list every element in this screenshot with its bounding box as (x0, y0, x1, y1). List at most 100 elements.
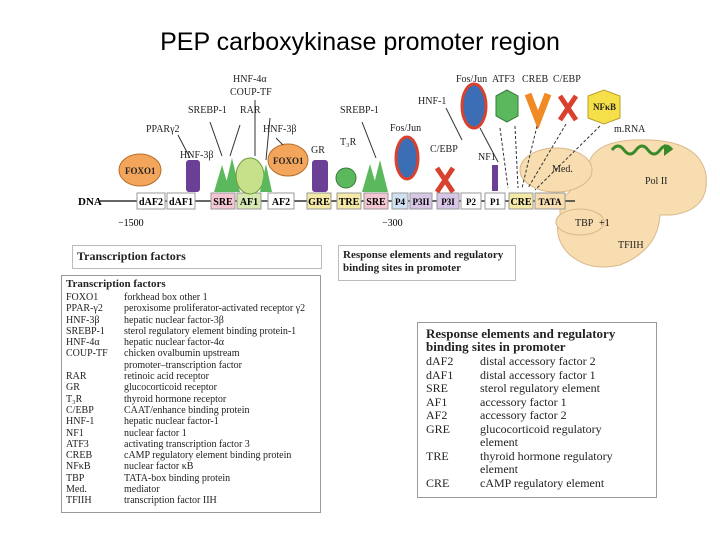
factor-name: activating transcription factor 3 (124, 438, 250, 450)
factor-name: thyroid hormone receptor (124, 393, 227, 405)
response-elements-panel: Response elements and regulatory binding… (417, 322, 657, 498)
label-tfiih: TFIIH (618, 240, 644, 251)
label-p4: P4 (395, 197, 405, 207)
factor-name: TATA-box binding protein (124, 472, 231, 484)
label-med: Med. (552, 164, 573, 175)
nfkb-shape (587, 89, 621, 125)
factor-name: hepatic nuclear factor-1 (124, 416, 219, 428)
tbp-shape (555, 208, 605, 236)
label-hnf3b-left: HNF-3β (180, 150, 213, 161)
label-creb: CREB (522, 74, 548, 85)
position-minus-1500: −1500 (118, 218, 144, 229)
box-p3ii (409, 192, 433, 210)
label-hnf3b-right: HNF-3β (263, 124, 296, 135)
element-name: distal accessory factor 2 (480, 354, 596, 368)
label-tata: TATA (538, 197, 562, 207)
factor-name: chicken ovalbumin upstream (124, 348, 240, 360)
label-fos-jun-lower: Fos/Jun (390, 123, 421, 134)
t3r-shape (335, 167, 357, 189)
factor-name: promoter–transcription factor (124, 359, 243, 371)
right-legend-strip: Response elements and regulatory binding… (338, 245, 516, 281)
element-name: element (480, 435, 518, 449)
box-sre2 (363, 192, 389, 210)
cebp-lower-shape (434, 166, 456, 194)
factor-row: HNF-3β hepatic nuclear factor-3β (62, 315, 305, 326)
label-gr: GR (311, 145, 325, 156)
label-af2: AF2 (272, 197, 290, 208)
factor-abbr: RAR (66, 371, 87, 383)
label-p3ii: P3II (412, 197, 430, 207)
box-gre (306, 192, 332, 210)
factor-abbr: T₃R (66, 393, 83, 405)
factor-name: mediator (124, 484, 160, 496)
factor-abbr: Med. (66, 484, 87, 496)
element-abbr: CRE (426, 475, 450, 490)
label-p2: P2 (466, 197, 476, 207)
factor-name: glucocorticoid receptor (124, 382, 218, 394)
element-abbr (422, 436, 476, 450)
factor-row: CREB cAMP regulatory element binding prot… (62, 450, 305, 461)
factor-name: cAMP regulatory element binding protein (124, 450, 292, 462)
factor-abbr: TFIIH (66, 495, 92, 507)
factor-name: peroxisome proliferator-activated recept… (124, 303, 306, 315)
box-p3i (436, 192, 460, 210)
foxo1-left-shape (118, 153, 162, 187)
fos-jun-upper-shape (460, 82, 488, 130)
factor-abbr: SREBP-1 (66, 325, 105, 337)
element-name: cAMP regulatory element (480, 475, 605, 490)
label-cre: CRE (510, 197, 531, 208)
element-row: CRE cAMP regulatory element (422, 475, 613, 491)
factor-name: sterol regulatory element binding protei… (124, 325, 297, 337)
factor-row: COUP-TF chicken ovalbumin upstream (62, 348, 305, 359)
slide-title: PEP carboxykinase promoter region (160, 28, 560, 56)
factor-abbr: FOXO1 (66, 292, 99, 303)
label-srebp1-right: SREBP-1 (340, 105, 379, 116)
factor-labels: HNF-4α COUP-TF SREBP-1 RAR PPARγ2 HNF-3β… (125, 74, 668, 251)
element-name: element (480, 462, 518, 476)
factor-name: hepatic nuclear factor-3β (124, 314, 224, 326)
element-name: sterol regulatory element (480, 381, 600, 395)
dna-label: DNA (78, 196, 102, 208)
label-fos-jun-upper: Fos/Jun (456, 74, 487, 85)
element-abbr (422, 463, 476, 477)
transcription-factors-heading: Transcription factors (66, 278, 166, 290)
right-legend-strip-text: Response elements and regulatory binding… (343, 249, 504, 274)
factor-abbr: COUP-TF (66, 348, 108, 360)
label-tre: TRE (339, 197, 360, 208)
hnf3b-left-shape (214, 158, 240, 192)
element-abbr: AF2 (426, 408, 448, 422)
label-mrna: m.RNA (614, 124, 646, 135)
factor-abbr: CREB (66, 450, 93, 462)
factor-name: nuclear factor κB (124, 461, 194, 473)
element-row: element (422, 435, 613, 450)
factor-abbr: HNF-3β (66, 314, 100, 326)
element-name: thyroid hormone regulatory (480, 448, 613, 463)
nf1-shape (492, 165, 498, 191)
label-p1: P1 (490, 197, 500, 207)
box-daf1 (166, 192, 196, 210)
srebp-right-shape (362, 160, 388, 192)
factor-row: Med. mediator (62, 484, 305, 495)
label-coup-tf: COUP-TF (230, 87, 272, 98)
gr-shape (312, 160, 328, 192)
label-pol-ii: Pol II (645, 176, 668, 187)
label-srebp1-left: SREBP-1 (188, 105, 227, 116)
factor-name: hepatic nuclear factor-4α (124, 337, 224, 349)
element-name: distal accessory factor 1 (480, 367, 596, 382)
label-cebp-upper: C/EBP (553, 74, 581, 85)
box-sre1 (210, 192, 236, 210)
factor-abbr: NF1 (66, 427, 84, 439)
label-sre2: SRE (366, 197, 386, 208)
box-af2 (267, 192, 295, 210)
